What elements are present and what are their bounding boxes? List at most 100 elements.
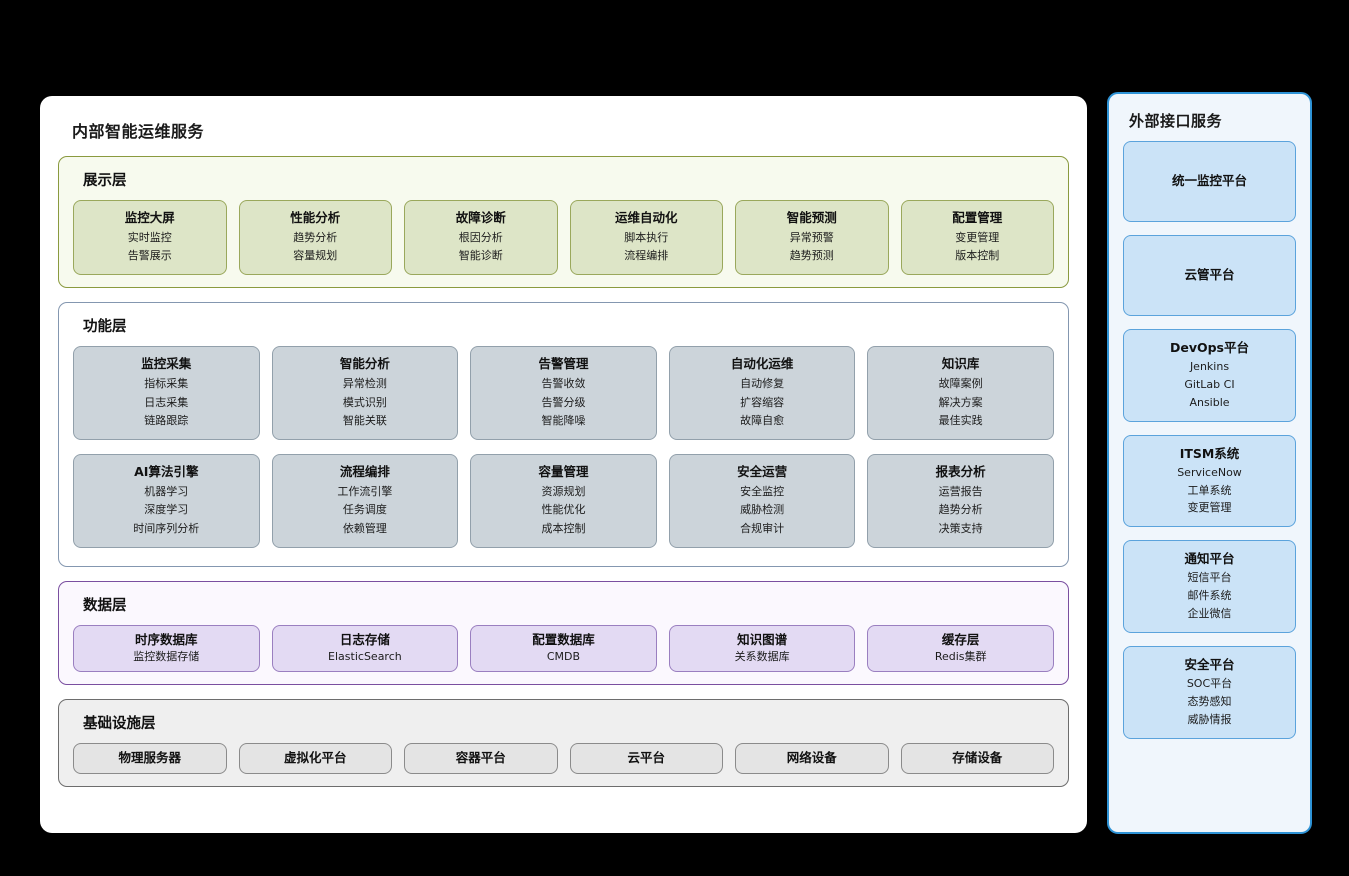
card-presentation[interactable]: 配置管理变更管理版本控制 [900, 200, 1054, 276]
card-title: 网络设备 [786, 749, 837, 765]
external-card-subitem: 短信平台 [1187, 571, 1232, 585]
card-subitem: 容量规划 [293, 249, 338, 263]
card-title: 存储设备 [952, 749, 1003, 765]
card-subitem: 自动修复 [740, 376, 785, 390]
card-function[interactable]: 报表分析运营报告趋势分析决策支持 [867, 453, 1054, 548]
layer-row: 监控大屏实时监控告警展示性能分析趋势分析容量规划故障诊断根因分析智能诊断运维自动… [73, 200, 1054, 276]
external-card-subitem: GitLab CI [1184, 377, 1235, 391]
card-presentation[interactable]: 运维自动化脚本执行流程编排 [569, 200, 723, 276]
card-function[interactable]: AI算法引擎机器学习深度学习时间序列分析 [73, 453, 260, 548]
card-subitem: 异常检测 [342, 376, 387, 390]
card-presentation[interactable]: 监控大屏实时监控告警展示 [73, 200, 227, 276]
card-subitem: 工作流引擎 [337, 484, 393, 498]
external-card-subitem: Ansible [1189, 395, 1230, 409]
card-title: 虚拟化平台 [283, 749, 347, 765]
card-title: 云平台 [627, 749, 665, 765]
card-subitem: Redis集群 [934, 650, 987, 664]
card-title: 知识图谱 [737, 631, 788, 647]
card-title: 知识库 [941, 356, 980, 372]
card-subitem: 脚本执行 [624, 230, 669, 244]
card-function[interactable]: 容量管理资源规划性能优化成本控制 [470, 453, 657, 548]
card-presentation[interactable]: 故障诊断根因分析智能诊断 [404, 200, 558, 276]
card-title: 智能分析 [339, 356, 390, 372]
card-infrastructure[interactable]: 存储设备 [900, 742, 1054, 774]
external-card-subitem: 变更管理 [1187, 501, 1232, 515]
card-title: 容器平台 [455, 749, 506, 765]
card-subitem: 威胁检测 [740, 503, 785, 517]
card-title: 时序数据库 [135, 631, 198, 647]
external-card-title: 云管平台 [1184, 267, 1235, 283]
card-title: 流程编排 [339, 463, 390, 479]
card-data[interactable]: 知识图谱关系数据库 [668, 624, 856, 672]
card-subitem: 扩容缩容 [740, 395, 785, 409]
card-data[interactable]: 时序数据库监控数据存储 [73, 624, 260, 672]
card-subitem: 运营报告 [938, 484, 983, 498]
layer-title-infrastructure: 基础设施层 [83, 715, 156, 732]
card-title: 缓存层 [941, 631, 980, 647]
internal-panel-title: 内部智能运维服务 [72, 122, 205, 141]
layer-title-data: 数据层 [83, 597, 127, 614]
card-subitem: 合规审计 [740, 521, 785, 535]
card-function[interactable]: 告警管理告警收敛告警分级智能降噪 [470, 346, 657, 440]
external-service-card[interactable]: 安全平台 SOC平台态势感知威胁情报 [1123, 646, 1296, 739]
layer-function: 功能层监控采集指标采集日志采集链路跟踪智能分析异常检测模式识别智能关联告警管理告… [58, 302, 1069, 567]
card-presentation[interactable]: 智能预测异常预警趋势预测 [735, 200, 889, 276]
card-subitem: 趋势分析 [938, 503, 983, 517]
card-function[interactable]: 知识库故障案例解决方案最佳实践 [867, 346, 1054, 440]
external-service-card[interactable]: 通知平台短信平台邮件系统企业微信 [1123, 540, 1296, 634]
card-subitem: 解决方案 [938, 395, 983, 409]
external-card-subitem: 威胁情报 [1187, 712, 1232, 726]
card-infrastructure[interactable]: 虚拟化平台 [238, 742, 392, 774]
card-function[interactable]: 流程编排工作流引擎任务调度依赖管理 [271, 453, 459, 548]
layer-row: 监控采集指标采集日志采集链路跟踪智能分析异常检测模式识别智能关联告警管理告警收敛… [73, 346, 1054, 440]
external-card-subitem: Jenkins [1189, 359, 1230, 373]
layer-title-function: 功能层 [83, 319, 127, 336]
card-subitem: 模式识别 [342, 395, 387, 409]
external-service-card[interactable]: 统一监控平台 [1123, 141, 1296, 222]
external-panel-title: 外部接口服务 [1129, 112, 1223, 130]
external-card-subitem: 邮件系统 [1187, 589, 1232, 603]
card-subitem: 关系数据库 [734, 650, 790, 664]
layer-stack: 展示层监控大屏实时监控告警展示性能分析趋势分析容量规划故障诊断根因分析智能诊断运… [58, 156, 1069, 787]
card-subitem: 趋势分析 [293, 230, 338, 244]
external-card-subitem: 态势感知 [1187, 694, 1232, 708]
layer-row: AI算法引擎机器学习深度学习时间序列分析流程编排工作流引擎任务调度依赖管理容量管… [73, 453, 1054, 548]
card-title: 配置管理 [952, 210, 1003, 225]
card-subitem: 深度学习 [144, 503, 189, 517]
card-subitem: ElasticSearch [328, 650, 402, 664]
card-subitem: 资源规划 [541, 484, 586, 498]
card-function[interactable]: 安全运营安全监控威胁检测合规审计 [668, 453, 856, 548]
card-title: 安全运营 [737, 463, 788, 479]
external-card-title: 统一监控平台 [1171, 173, 1247, 189]
card-title: AI算法引擎 [134, 463, 199, 479]
card-subitem: 机器学习 [144, 484, 189, 498]
card-infrastructure[interactable]: 物理服务器 [73, 742, 227, 774]
card-subitem: 指标采集 [144, 376, 189, 390]
card-function[interactable]: 自动化运维自动修复扩容缩容故障自愈 [668, 346, 856, 440]
card-infrastructure[interactable]: 网络设备 [735, 742, 889, 774]
card-subitem: 智能降噪 [541, 414, 586, 428]
card-presentation[interactable]: 性能分析趋势分析容量规划 [238, 200, 392, 276]
card-function[interactable]: 智能分析异常检测模式识别智能关联 [271, 346, 459, 440]
external-card-title: 安全平台 [1184, 657, 1235, 673]
internal-services-panel: 内部智能运维服务 展示层监控大屏实时监控告警展示性能分析趋势分析容量规划故障诊断… [40, 96, 1087, 833]
card-infrastructure[interactable]: 容器平台 [404, 742, 558, 774]
card-subitem: 任务调度 [342, 503, 387, 517]
card-subitem: 变更管理 [955, 230, 1000, 244]
card-title: 报表分析 [935, 463, 986, 479]
card-title: 配置数据库 [532, 631, 595, 647]
card-function[interactable]: 监控采集指标采集日志采集链路跟踪 [73, 346, 260, 440]
card-title: 智能预测 [786, 210, 837, 225]
card-infrastructure[interactable]: 云平台 [569, 742, 723, 774]
external-card-subitem: SOC平台 [1186, 676, 1233, 690]
card-subitem: 告警收敛 [541, 376, 586, 390]
card-data[interactable]: 缓存层 Redis集群 [867, 624, 1054, 672]
external-service-card[interactable]: 云管平台 [1123, 235, 1296, 316]
card-title: 自动化运维 [730, 356, 794, 372]
